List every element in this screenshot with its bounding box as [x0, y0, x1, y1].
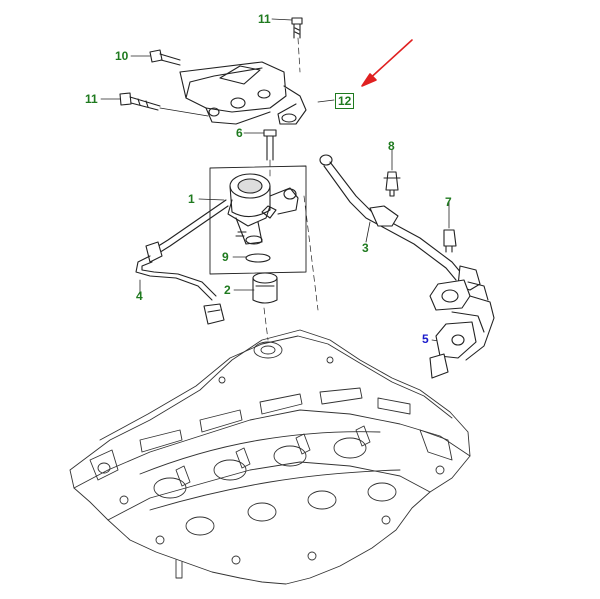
pressure-sensor-8	[383, 171, 401, 197]
fuel-pump-bracket	[179, 61, 307, 125]
callout-11-left: 11	[85, 92, 98, 106]
callout-6: 6	[236, 126, 243, 140]
bolt-6	[263, 129, 277, 161]
pointer-arrow	[361, 39, 413, 87]
o-ring-9	[245, 253, 271, 263]
callout-10: 10	[115, 49, 129, 63]
high-pressure-pump-box	[209, 165, 307, 275]
callout-4: 4	[136, 289, 143, 303]
callout-1: 1	[188, 192, 195, 206]
callout-11-top: 11	[258, 12, 271, 26]
leader-lines	[100, 18, 450, 343]
callout-2: 2	[224, 283, 231, 297]
bolt-11-top	[291, 17, 303, 39]
sensor-7	[443, 229, 457, 253]
valve-assembly-5	[429, 279, 495, 379]
callout-12: 12	[335, 93, 355, 109]
bolt-11-left	[119, 92, 161, 111]
high-pressure-pump	[227, 173, 299, 245]
alignment-lines	[263, 37, 319, 341]
tappet-2	[252, 272, 278, 304]
fuel-line-4	[135, 199, 229, 325]
fuel-line-3	[319, 154, 489, 301]
bolt-10	[149, 49, 181, 66]
engine-block	[69, 329, 471, 585]
callout-9: 9	[222, 250, 229, 264]
callout-8: 8	[388, 139, 395, 153]
callout-7: 7	[445, 195, 452, 209]
callout-3: 3	[362, 241, 369, 255]
callout-5: 5	[422, 332, 429, 346]
